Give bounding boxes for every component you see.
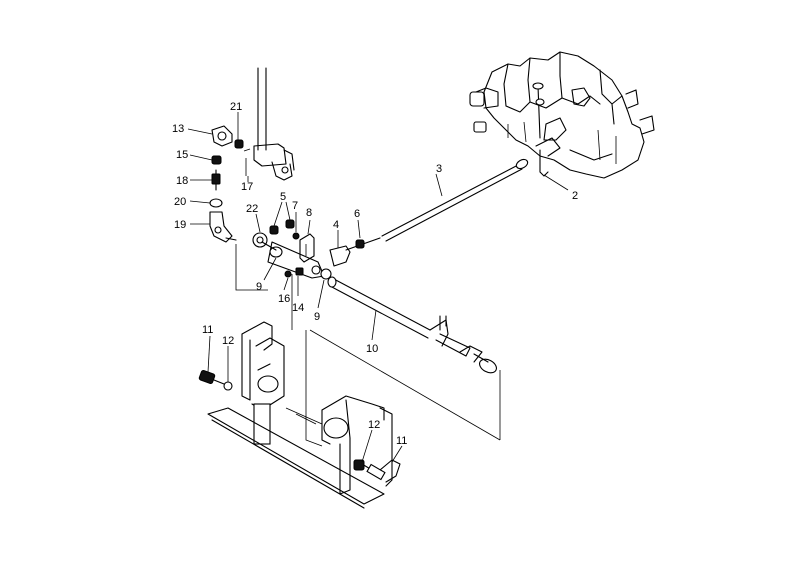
callout-16: 16 [278, 293, 290, 305]
callout-6: 6 [354, 208, 360, 220]
callout-labels: 21 13 15 18 20 19 17 22 5 7 8 4 6 3 2 9 … [172, 101, 578, 447]
upper-lever [243, 67, 295, 181]
callout-12-left: 12 [222, 335, 234, 347]
callout-2: 2 [572, 190, 578, 202]
callout-18: 18 [176, 175, 188, 187]
callout-10: 10 [366, 343, 378, 355]
callout-22: 22 [246, 203, 258, 215]
control-valve [469, 51, 655, 179]
callout-17: 17 [241, 181, 253, 193]
callout-9-left: 9 [256, 281, 262, 293]
callout-11-left: 11 [202, 324, 213, 336]
pedal-assembly [198, 321, 401, 509]
callout-11-right: 11 [396, 435, 407, 447]
callout-21: 21 [230, 101, 242, 113]
callout-19: 19 [174, 219, 186, 231]
callout-15: 15 [176, 149, 188, 161]
callout-5: 5 [280, 191, 286, 203]
callout-20: 20 [174, 196, 186, 208]
rod-3 [381, 158, 529, 242]
callout-4: 4 [333, 219, 339, 231]
callout-12-right: 12 [368, 419, 380, 431]
leader-2 [543, 174, 569, 191]
leader-3 [435, 173, 443, 197]
middle-linkage [252, 219, 381, 280]
callout-14: 14 [292, 302, 304, 314]
callout-7: 7 [292, 200, 298, 212]
callout-8: 8 [306, 207, 312, 219]
rod-end-assembly [209, 125, 244, 243]
callout-9-right: 9 [314, 311, 320, 323]
leader-lines [187, 112, 403, 463]
callout-3: 3 [436, 163, 442, 175]
callout-13: 13 [172, 123, 184, 135]
shaft-10 [327, 276, 497, 374]
projection-lines [235, 244, 501, 447]
